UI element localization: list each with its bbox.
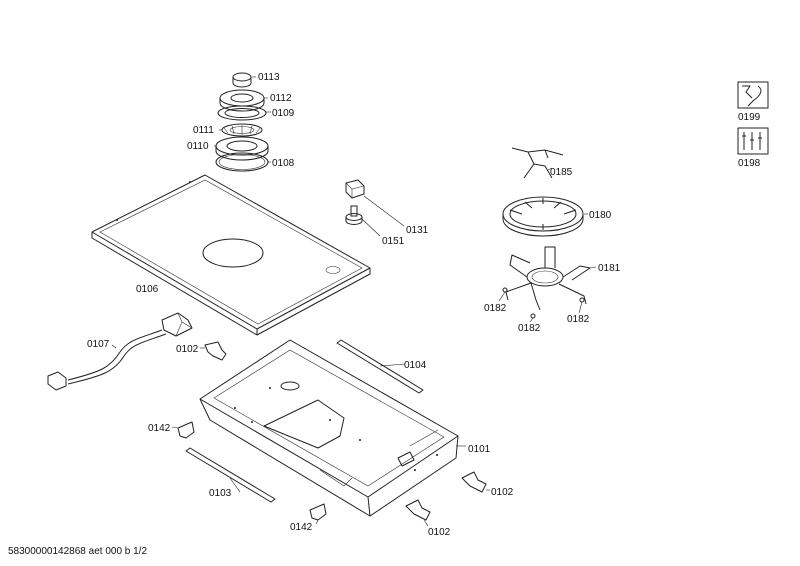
label-0112: 0112 xyxy=(270,93,292,104)
label-0198: 0198 xyxy=(738,158,761,169)
label-0103: 0103 xyxy=(209,488,232,499)
label-0151: 0151 xyxy=(382,236,405,247)
wok-support-0185 xyxy=(511,147,564,179)
pan-support-ring-0180 xyxy=(502,196,588,237)
fixing-clip-0102-right xyxy=(461,471,490,493)
fixing-clip-0102-bottom xyxy=(405,499,431,527)
service-manual-icon xyxy=(737,81,769,109)
label-0182-c: 0182 xyxy=(567,314,590,325)
housing-tray-0101 xyxy=(199,339,466,517)
burner-base-0110 xyxy=(214,136,269,161)
bracket-0142-upper xyxy=(171,421,195,439)
label-0181: 0181 xyxy=(598,263,621,274)
label-0113: 0113 xyxy=(258,72,280,83)
pan-support-grid-0181 xyxy=(505,246,597,311)
label-0110: 0110 xyxy=(187,141,209,152)
label-0142-upper: 0142 xyxy=(148,423,171,434)
label-0182-b: 0182 xyxy=(518,323,541,334)
label-0102-right: 0102 xyxy=(491,487,514,498)
document-footer: 58300000142868 aet 000 b 1/2 xyxy=(8,546,148,557)
burner-cap-0113 xyxy=(232,72,256,88)
hob-top-plate-0106 xyxy=(91,174,371,336)
power-cable-0107 xyxy=(47,312,193,391)
label-0106: 0106 xyxy=(136,284,159,295)
tools-icon xyxy=(737,127,769,155)
burner-seal-0108 xyxy=(215,152,271,172)
label-0107: 0107 xyxy=(87,339,110,350)
label-0199: 0199 xyxy=(738,112,761,123)
label-0102-bottom: 0102 xyxy=(428,527,451,538)
label-0102-left: 0102 xyxy=(176,344,199,355)
label-0108: 0108 xyxy=(272,158,295,169)
seal-strip-0104 xyxy=(336,339,424,394)
label-0180: 0180 xyxy=(589,210,612,221)
label-0182-a: 0182 xyxy=(484,303,507,314)
label-0131: 0131 xyxy=(406,225,429,236)
bracket-0142-lower xyxy=(309,503,327,525)
label-0104: 0104 xyxy=(404,360,427,371)
label-0109: 0109 xyxy=(272,108,295,119)
label-0101: 0101 xyxy=(468,444,491,455)
burner-ring-0109 xyxy=(217,105,271,121)
fixing-clip-0102-left xyxy=(200,341,227,361)
knob-spindle-0151 xyxy=(345,205,381,237)
rubber-feet-0182 xyxy=(498,287,585,323)
label-0185: 0185 xyxy=(550,167,573,178)
burner-spreader-0111 xyxy=(219,123,263,137)
seal-strip-0103 xyxy=(185,447,276,503)
control-knob-0131 xyxy=(345,179,405,227)
label-0142-lower: 0142 xyxy=(290,522,313,533)
label-0111: 0111 xyxy=(193,125,214,136)
